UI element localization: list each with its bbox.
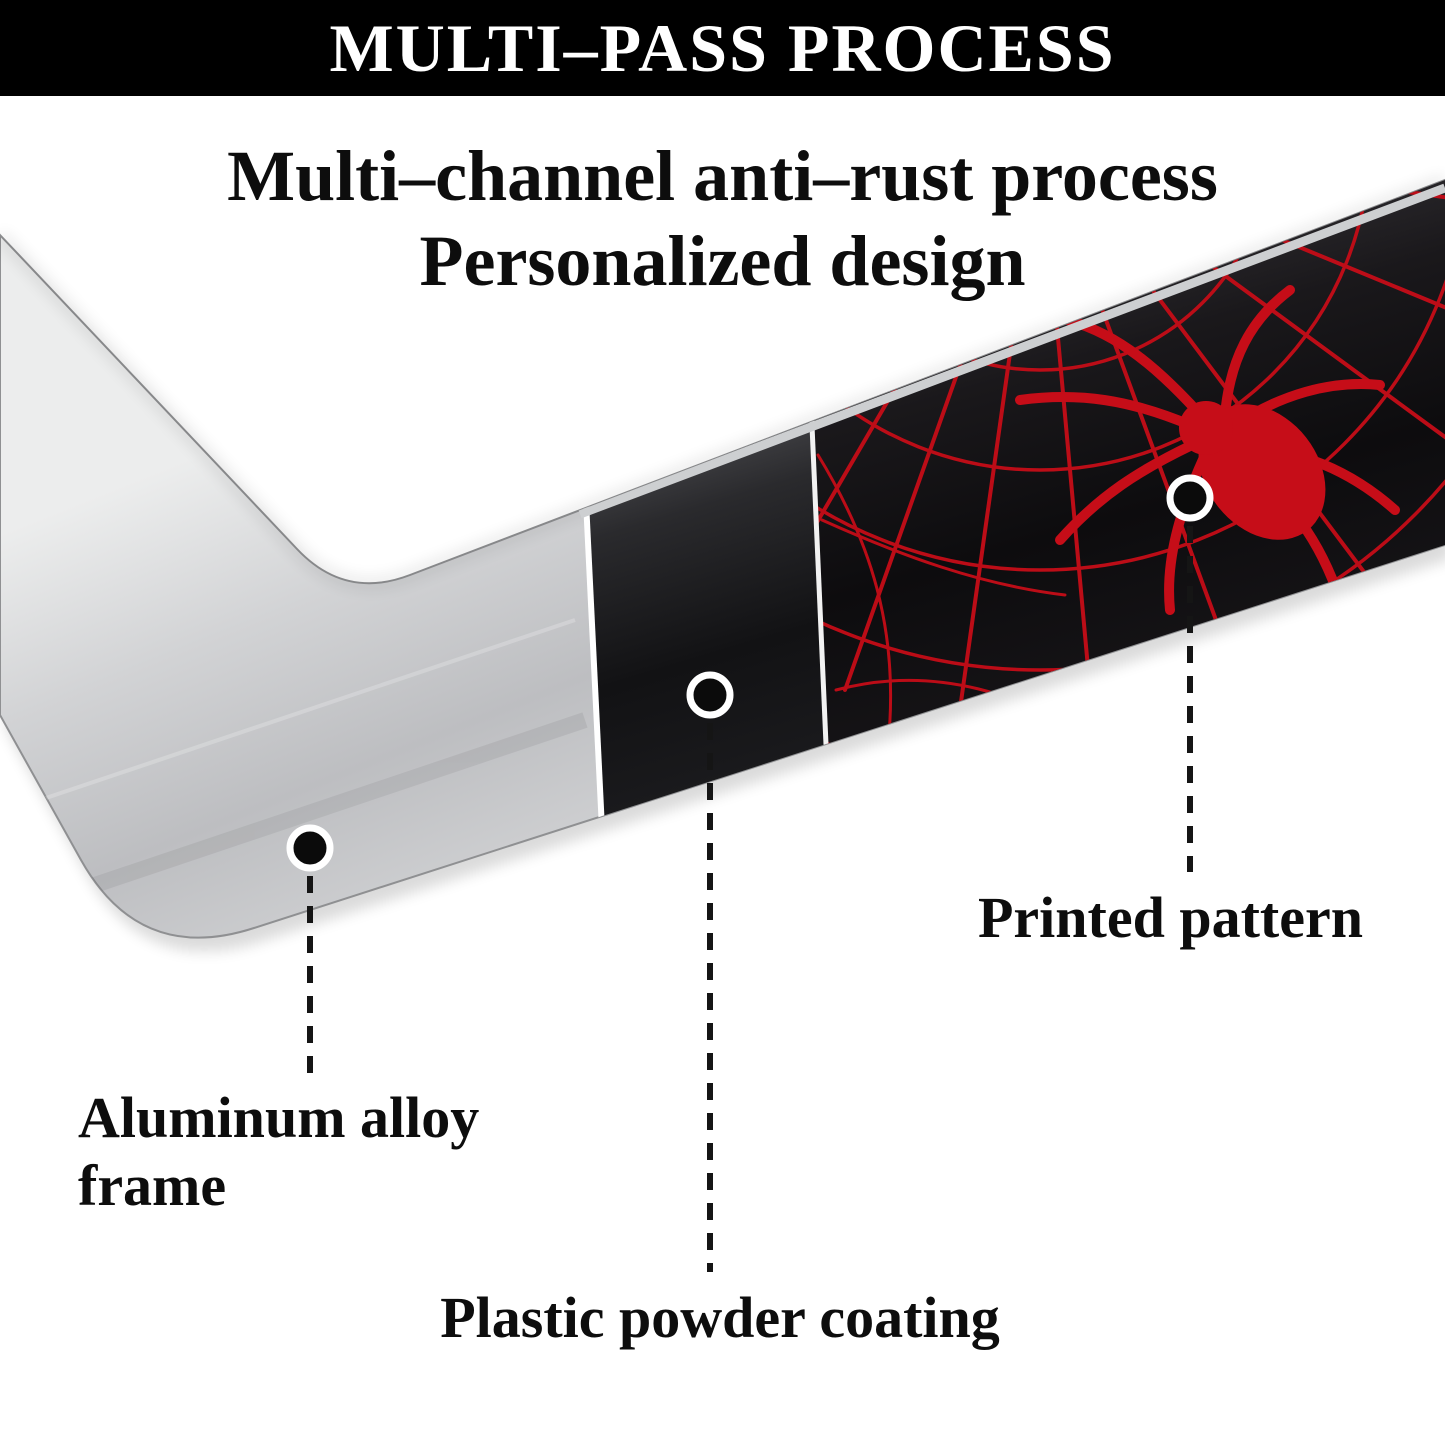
headline: Multi–channel anti–rust process Personal…: [0, 134, 1445, 304]
title-bar: MULTI–PASS PROCESS: [0, 0, 1445, 96]
callout-label-coating: Plastic powder coating: [440, 1285, 1000, 1350]
callout-connectors: [307, 526, 1193, 1272]
plate-inner-shadow: [0, 173, 1445, 591]
headline-line2: Personalized design: [419, 220, 1026, 301]
metal-sheen: [39, 618, 588, 898]
headline-line1: Multi–channel anti–rust process: [227, 136, 1218, 216]
callout-dot-aluminum: [286, 824, 334, 872]
page-title: MULTI–PASS PROCESS: [329, 9, 1116, 86]
callout-label-printed: Printed pattern: [978, 885, 1363, 950]
callout-dot-coating: [686, 671, 734, 719]
spider-icon: [1015, 285, 1400, 615]
callout-dots: [286, 474, 1214, 872]
callout-dot-printed: [1166, 474, 1214, 522]
powder-coating-section: [584, 380, 828, 870]
section-separators: [578, 183, 1445, 871]
callout-label-aluminum: Aluminum alloy frame: [78, 1085, 480, 1219]
